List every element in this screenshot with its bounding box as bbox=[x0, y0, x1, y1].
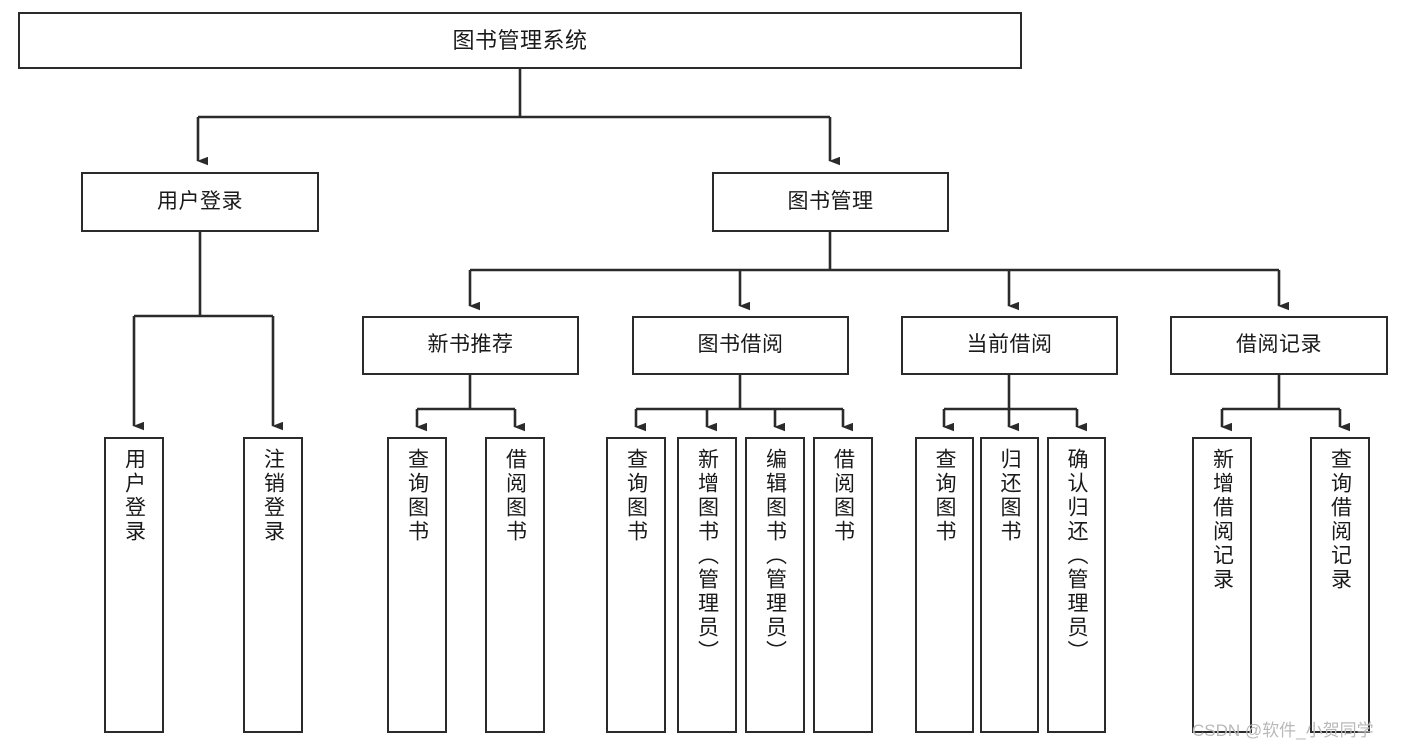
leaf-query-borrow-record[interactable]: 查询借阅记录 bbox=[1310, 437, 1370, 733]
node-book-manage-label: 图书管理 bbox=[787, 189, 874, 213]
leaf-borrow-book-label: 借阅图书 bbox=[831, 448, 855, 544]
leaf-add-book-label: 新增图书（管理员） bbox=[695, 448, 719, 664]
node-borrow-record[interactable]: 借阅记录 bbox=[1170, 316, 1388, 375]
leaf-add-borrow-record[interactable]: 新增借阅记录 bbox=[1192, 437, 1252, 733]
leaf-return-book-label: 归还图书 bbox=[998, 448, 1021, 544]
leaf-query-borrow-record-label: 查询借阅记录 bbox=[1328, 448, 1352, 592]
node-book-borrow[interactable]: 图书借阅 bbox=[632, 316, 849, 375]
leaf-query-book-recommend[interactable]: 查询图书 bbox=[387, 437, 447, 733]
leaf-query-book-borrow-label: 查询图书 bbox=[624, 448, 648, 544]
leaf-logout-label: 注销登录 bbox=[261, 448, 285, 544]
node-borrow-record-label: 借阅记录 bbox=[1236, 333, 1322, 357]
node-book-borrow-label: 图书借阅 bbox=[697, 333, 784, 357]
node-new-book-recommendation-label: 新书推荐 bbox=[427, 333, 514, 357]
leaf-user-login-label: 用户登录 bbox=[122, 448, 146, 544]
leaf-query-book-current-label: 查询图书 bbox=[933, 448, 956, 544]
leaf-edit-book[interactable]: 编辑图书（管理员） bbox=[745, 437, 805, 733]
leaf-confirm-return[interactable]: 确认归还（管理员） bbox=[1047, 437, 1106, 733]
node-user-login-label: 用户登录 bbox=[157, 189, 243, 213]
leaf-borrow-book-recommend[interactable]: 借阅图书 bbox=[485, 437, 545, 733]
node-current-borrow[interactable]: 当前借阅 bbox=[901, 316, 1118, 375]
leaf-add-book[interactable]: 新增图书（管理员） bbox=[677, 437, 737, 733]
node-root[interactable]: 图书管理系统 bbox=[18, 12, 1022, 69]
leaf-borrow-book-recommend-label: 借阅图书 bbox=[503, 448, 527, 544]
node-current-borrow-label: 当前借阅 bbox=[966, 333, 1053, 357]
leaf-logout[interactable]: 注销登录 bbox=[243, 437, 303, 733]
leaf-user-login[interactable]: 用户登录 bbox=[104, 437, 164, 733]
leaf-edit-book-label: 编辑图书（管理员） bbox=[763, 448, 787, 664]
leaf-query-book-current[interactable]: 查询图书 bbox=[915, 437, 974, 733]
leaf-query-book-recommend-label: 查询图书 bbox=[405, 448, 429, 544]
node-book-manage[interactable]: 图书管理 bbox=[712, 172, 949, 232]
node-user-login[interactable]: 用户登录 bbox=[81, 172, 319, 232]
node-root-label: 图书管理系统 bbox=[452, 27, 588, 53]
leaf-query-book-borrow[interactable]: 查询图书 bbox=[606, 437, 666, 733]
leaf-add-borrow-record-label: 新增借阅记录 bbox=[1210, 448, 1234, 592]
leaf-borrow-book[interactable]: 借阅图书 bbox=[813, 437, 873, 733]
node-new-book-recommendation[interactable]: 新书推荐 bbox=[362, 316, 579, 375]
leaf-return-book[interactable]: 归还图书 bbox=[980, 437, 1039, 733]
leaf-confirm-return-label: 确认归还（管理员） bbox=[1065, 448, 1088, 664]
